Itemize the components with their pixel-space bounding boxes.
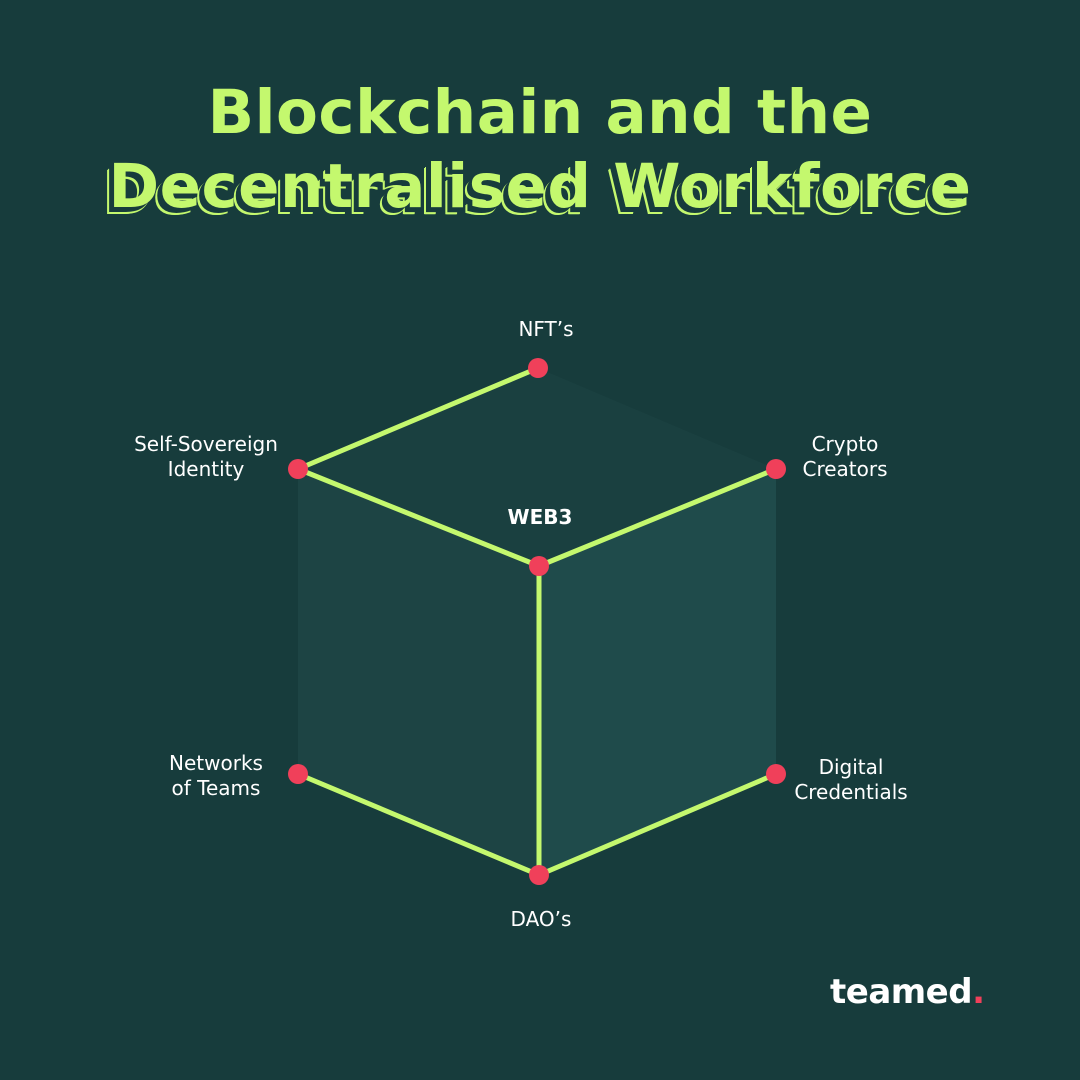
label-nft-line: NFT’s [518, 317, 573, 341]
cube-left-face [298, 469, 539, 875]
label-ssi-line: Identity [168, 457, 245, 481]
label-web3: WEB3 [508, 505, 573, 529]
teamed-logo: teamed. [830, 972, 985, 1012]
label-ssi-line: Self-Sovereign [134, 432, 278, 456]
label-web3-line: WEB3 [508, 505, 573, 529]
title-line-1: Blockchain and the [207, 77, 873, 148]
cube-nodes [288, 358, 786, 885]
edge-networks-dao [295, 771, 542, 878]
node-dao [529, 865, 549, 885]
edge-web3-crypto [536, 466, 779, 569]
label-nft: NFT’s [518, 317, 573, 341]
node-networks [288, 764, 308, 784]
label-crypto-line: Crypto [812, 432, 879, 456]
label-digital-line: Digital [819, 755, 884, 779]
label-dao-line: DAO’s [511, 907, 572, 931]
edge-nft-ssi [295, 365, 541, 472]
logo-dot: . [972, 972, 985, 1012]
cube-right-face [539, 469, 776, 875]
node-crypto [766, 459, 786, 479]
label-dao: DAO’s [511, 907, 572, 931]
node-ssi [288, 459, 308, 479]
cube-edges [295, 365, 779, 878]
label-crypto-line: Creators [802, 457, 887, 481]
edge-dao-digital [536, 771, 779, 878]
node-web3 [529, 556, 549, 576]
title-line-2: Decentralised Workforce [108, 151, 972, 222]
node-digital [766, 764, 786, 784]
label-networks-line: Networks [169, 751, 263, 775]
logo-wordmark: teamed [830, 972, 973, 1012]
label-digital-line: Credentials [794, 780, 907, 804]
edge-ssi-web3 [295, 466, 542, 569]
label-networks-line: of Teams [172, 776, 261, 800]
node-nft [528, 358, 548, 378]
